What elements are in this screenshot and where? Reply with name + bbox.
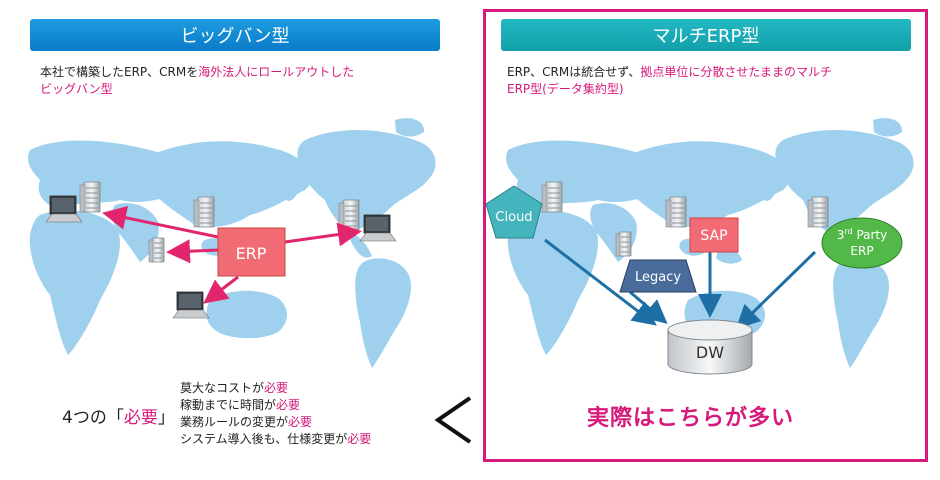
- multi-erp-desc-emphasis-2: ERP型(データ集約型): [507, 82, 624, 96]
- bigbang-desc-emphasis: 海外法人にロールアウトした: [198, 65, 355, 79]
- bigbang-title-banner: ビッグバン型: [30, 19, 440, 51]
- erp-label: ERP: [236, 244, 267, 263]
- server-icon: [338, 199, 360, 231]
- needs-item: 業務ルールの変更が必要: [180, 415, 313, 429]
- thirdparty-label-line2: ERP: [850, 244, 873, 258]
- legacy-box: [619, 259, 697, 293]
- server-icon: [807, 196, 829, 228]
- rollout-arrow: [102, 205, 219, 239]
- erp-box: [217, 227, 286, 277]
- rollout-arrow: [203, 275, 239, 304]
- multi-erp-desc-emphasis: 拠点単位に分散させたままのマルチ: [640, 65, 833, 79]
- sap-box: [689, 217, 739, 253]
- four-needs-prefix: 4つの「: [62, 408, 124, 428]
- needs-item: システム導入後も、仕様変更が必要: [180, 432, 372, 446]
- four-needs-suffix: 」: [157, 408, 175, 428]
- bigbang-desc-plain: 本社で構築したERP、CRMを: [40, 65, 199, 79]
- multi-erp-description: ERP、CRMは統合せず、拠点単位に分散させたままのマルチ ERP型(データ集約…: [507, 64, 917, 98]
- reality-caption: 実際はこちらが多い: [587, 406, 795, 431]
- needs-item: 稼動までに時間が必要: [180, 398, 301, 412]
- legacy-label: Legacy: [635, 270, 681, 285]
- aggregate-arrow: [629, 290, 668, 324]
- multi-erp-title: マルチERP型: [652, 26, 760, 47]
- server-icon: [665, 196, 687, 228]
- multi-erp-desc-plain: ERP、CRMは統合せず、: [507, 65, 641, 79]
- cloud-label: Cloud: [495, 210, 532, 225]
- needs-item: 莫大なコストが必要: [180, 381, 289, 395]
- chevron-left-icon: [434, 396, 472, 444]
- thirdparty-erp-ellipse: [821, 217, 903, 269]
- server-icon: [148, 237, 165, 263]
- four-needs-emphasis: 必要: [123, 408, 158, 428]
- sap-label: SAP: [700, 228, 727, 244]
- cloud-pentagon-icon: [485, 185, 543, 239]
- laptop-icon: [359, 214, 397, 242]
- bigbang-desc-emphasis-2: ビッグバン型: [40, 82, 113, 96]
- needs-list: 莫大なコストが必要 稼動までに時間が必要 業務ルールの変更が必要 システム導入後…: [180, 380, 371, 448]
- laptop-icon: [172, 291, 210, 319]
- server-icon: [615, 231, 632, 257]
- thirdparty-label-line1: 3rd Party: [837, 227, 887, 242]
- bigbang-title: ビッグバン型: [180, 26, 290, 47]
- multi-erp-title-banner: マルチERP型: [501, 19, 911, 51]
- bigbang-description: 本社で構築したERP、CRMを海外法人にロールアウトした ビッグバン型: [40, 64, 440, 98]
- server-icon: [541, 181, 563, 213]
- server-icon: [193, 196, 215, 228]
- rollout-arrow: [284, 222, 362, 247]
- database-cylinder-icon: [667, 319, 753, 375]
- aggregate-arrow: [735, 250, 817, 330]
- multi-erp-frame: [483, 9, 928, 462]
- server-icon: [79, 181, 101, 213]
- rollout-arrow: [166, 239, 219, 264]
- four-needs-title: 4つの「必要」: [62, 403, 175, 428]
- aggregate-arrow: [544, 238, 657, 326]
- dw-label: DW: [696, 343, 724, 362]
